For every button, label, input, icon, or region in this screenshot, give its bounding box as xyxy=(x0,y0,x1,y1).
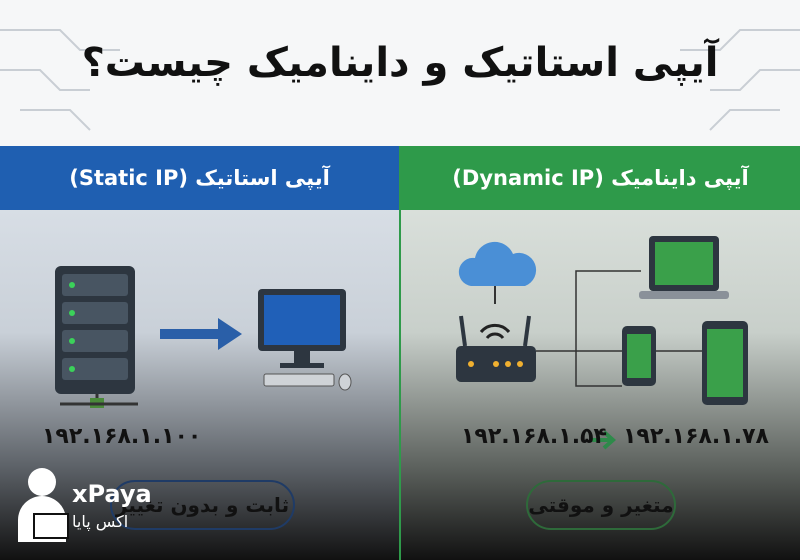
arrow-right-icon xyxy=(160,318,242,350)
static-ip-panel: آیپی استاتیک (Static IP) ۱۹۲.۱۶۸.۱.۱۰۰ ث… xyxy=(0,146,399,560)
page-title: آیپی استاتیک و داینامیک چیست؟ xyxy=(81,40,719,86)
circuit-decoration xyxy=(0,29,800,131)
phone-icon xyxy=(622,326,656,386)
arrow-right-icon xyxy=(591,430,617,450)
logo-name: xPaya xyxy=(72,480,152,508)
cloud-icon xyxy=(458,241,537,304)
person-laptop-icon xyxy=(18,468,69,542)
dynamic-ip-from: ۱۹۲.۱۶۸.۱.۵۴ xyxy=(461,424,607,449)
logo-name-fa: اکس پایا xyxy=(72,512,129,531)
dynamic-label-pill: متغیر و موقتی xyxy=(526,480,676,530)
static-ip-address: ۱۹۲.۱۶۸.۱.۱۰۰ xyxy=(42,424,202,449)
static-ip-header: آیپی استاتیک (Static IP) xyxy=(0,146,399,210)
dynamic-ip-to: ۱۹۲.۱۶۸.۱.۷۸ xyxy=(623,424,769,449)
title-area: آیپی استاتیک و داینامیک چیست؟ xyxy=(0,0,800,146)
static-illustration xyxy=(55,266,352,408)
divider xyxy=(399,146,401,560)
connection-lines xyxy=(536,270,702,387)
xpaya-logo: xPaya اکس پایا xyxy=(12,462,152,546)
tablet-icon xyxy=(702,321,748,405)
dynamic-illustration xyxy=(456,236,748,450)
router-icon xyxy=(456,315,536,382)
static-label-pill: ثابت و بدون تغییر xyxy=(110,480,295,530)
server-icon xyxy=(55,266,138,408)
laptop-icon xyxy=(639,236,729,299)
dynamic-ip-panel: آیپی داینامیک (Dynamic IP) ۱۹۲.۱۶۸.۱.۵۴ … xyxy=(401,146,800,560)
desktop-computer-icon xyxy=(258,289,352,391)
dynamic-ip-header: آیپی داینامیک (Dynamic IP) xyxy=(401,146,800,210)
